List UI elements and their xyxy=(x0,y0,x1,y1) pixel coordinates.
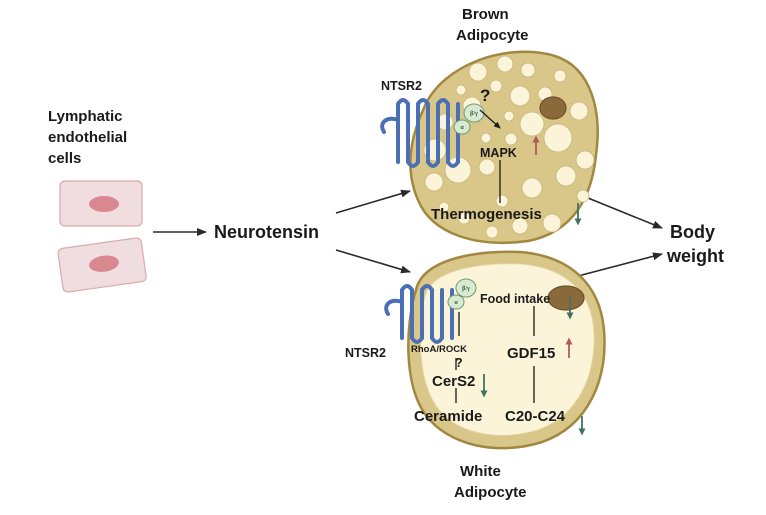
question-mark-white: ? xyxy=(455,356,463,370)
thermogenesis-label: Thermogenesis xyxy=(431,206,542,223)
g-protein-beta-gamma-label: β/γ xyxy=(462,286,470,292)
pathway-arrow-question-to-mapk xyxy=(479,109,501,129)
question-mark-brown: ? xyxy=(480,86,490,105)
receptor-icon xyxy=(384,284,454,344)
arrow-white-to-body-weight xyxy=(577,252,663,277)
cers2-label: CerS2 xyxy=(432,373,475,390)
white-adipocyte-nucleus xyxy=(547,285,585,311)
rhoa-rock-label: RhoA/ROCK xyxy=(411,344,467,355)
g-protein-alpha-label: α xyxy=(460,125,464,131)
g-protein-icon: β/γ α xyxy=(447,278,477,310)
ntsr2-label-brown: NTSR2 xyxy=(381,79,422,93)
gdf15-label: GDF15 xyxy=(507,345,555,362)
lymphatic-cell-icon xyxy=(57,180,147,293)
food-intake-label: Food intake xyxy=(480,292,550,306)
receptor-icon xyxy=(380,98,460,168)
lymphatic-label-line1: Lymphatic xyxy=(48,108,122,125)
ceramide-label: Ceramide xyxy=(414,408,482,425)
body-weight-label-line1: Body xyxy=(670,222,715,242)
body-weight-label-line2: weight xyxy=(666,246,724,266)
neurotensin-label: Neurotensin xyxy=(214,222,319,242)
lipid-droplet-large xyxy=(419,263,595,436)
brown-adipocyte-nucleus xyxy=(539,96,567,120)
arrow-brown-to-body-weight xyxy=(587,197,663,229)
lymphatic-label-line2: endothelial xyxy=(48,129,127,146)
g-protein-alpha-label: α xyxy=(454,300,458,306)
brown-adipocyte-title-line1: Brown xyxy=(462,6,509,23)
white-adipocyte-title-line1: White xyxy=(460,463,501,480)
ntsr2-label-white: NTSR2 xyxy=(345,346,386,360)
mapk-label: MAPK xyxy=(480,146,517,160)
lymphatic-label-line3: cells xyxy=(48,150,81,167)
white-adipocyte-title-line2: Adipocyte xyxy=(454,484,527,501)
arrow-neurotensin-to-white xyxy=(335,249,411,274)
g-protein-beta-gamma-label: β/γ xyxy=(470,111,478,117)
brown-adipocyte-title-line2: Adipocyte xyxy=(456,27,529,44)
g-protein-icon: β/γ α xyxy=(453,103,485,135)
arrow-neurotensin-to-brown xyxy=(335,189,411,214)
c20-c24-label: C20-C24 xyxy=(505,408,566,425)
